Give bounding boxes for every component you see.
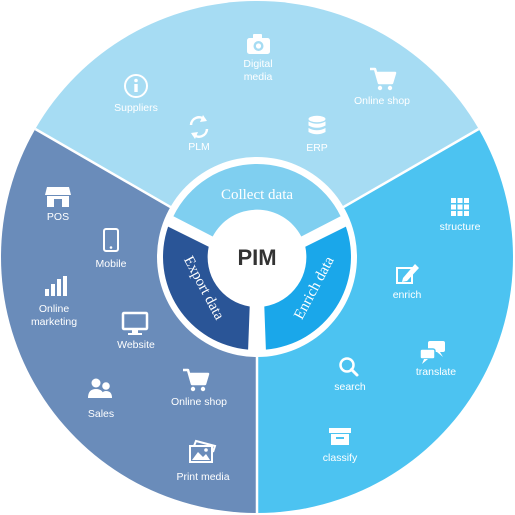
collect-online-shop-label: Online shop (354, 95, 410, 107)
export-online-shop-item: Online shop (171, 368, 227, 408)
sales-label: Sales (88, 408, 114, 420)
plm-item: PLM (188, 115, 210, 153)
structure-label: structure (440, 221, 481, 233)
picture-icon (189, 439, 217, 463)
online-marketing-item: Online marketing (31, 276, 77, 328)
collect-segment (35, 1, 479, 257)
cart-icon (370, 67, 397, 91)
print-media-item: Print media (176, 439, 230, 483)
grid-icon (451, 198, 469, 216)
camera-icon (247, 34, 270, 54)
people-icon (88, 378, 112, 398)
erp-label: ERP (306, 142, 328, 154)
search-item: search (334, 357, 366, 393)
edit-icon (396, 264, 419, 284)
store-icon (45, 187, 71, 207)
export-inner-segment (163, 226, 250, 350)
digital-media-label-line1: Digital (243, 58, 272, 70)
collect-data-label: Collect data (221, 187, 293, 203)
smartphone-icon (103, 228, 119, 252)
pos-item: POS (45, 187, 71, 223)
collect-online-shop-item: Online shop (354, 67, 410, 107)
erp-item: ERP (306, 115, 328, 154)
sales-item: Sales (88, 378, 114, 420)
suppliers-item: Suppliers (114, 74, 158, 114)
mobile-item: Mobile (96, 228, 127, 270)
suppliers-label: Suppliers (114, 102, 158, 114)
plm-label: PLM (188, 141, 210, 153)
digital-media-label-line2: media (244, 71, 273, 83)
info-icon (124, 74, 148, 98)
chat-bubbles-icon (419, 341, 445, 364)
translate-item: translate (416, 341, 456, 378)
mobile-label: Mobile (96, 258, 127, 270)
collect-inner-segment (173, 163, 341, 237)
center-label: PIM (237, 245, 276, 270)
website-item: Website (117, 311, 155, 351)
structure-item: structure (440, 198, 481, 233)
enrich-inner-segment (264, 226, 351, 350)
archive-box-icon (329, 428, 351, 445)
magnifier-icon (339, 357, 359, 377)
classify-label: classify (323, 452, 358, 464)
sync-icon (189, 115, 209, 139)
center-circle (210, 210, 304, 304)
enrich-item: enrich (393, 264, 422, 301)
search-label: search (334, 381, 366, 393)
cart-icon (183, 368, 210, 392)
monitor-icon (121, 311, 149, 335)
digital-media-item: Digital media (243, 34, 273, 83)
print-media-label: Print media (176, 471, 229, 483)
website-label: Website (117, 339, 155, 351)
export-online-shop-label: Online shop (171, 396, 227, 408)
translate-label: translate (416, 366, 456, 378)
online-marketing-label-line2: marketing (31, 316, 77, 328)
database-icon (308, 115, 326, 135)
bar-chart-icon (45, 276, 67, 296)
pos-label: POS (47, 211, 69, 223)
classify-item: classify (323, 428, 358, 464)
enrich-label: enrich (393, 289, 422, 301)
online-marketing-label-line1: Online (39, 303, 70, 315)
